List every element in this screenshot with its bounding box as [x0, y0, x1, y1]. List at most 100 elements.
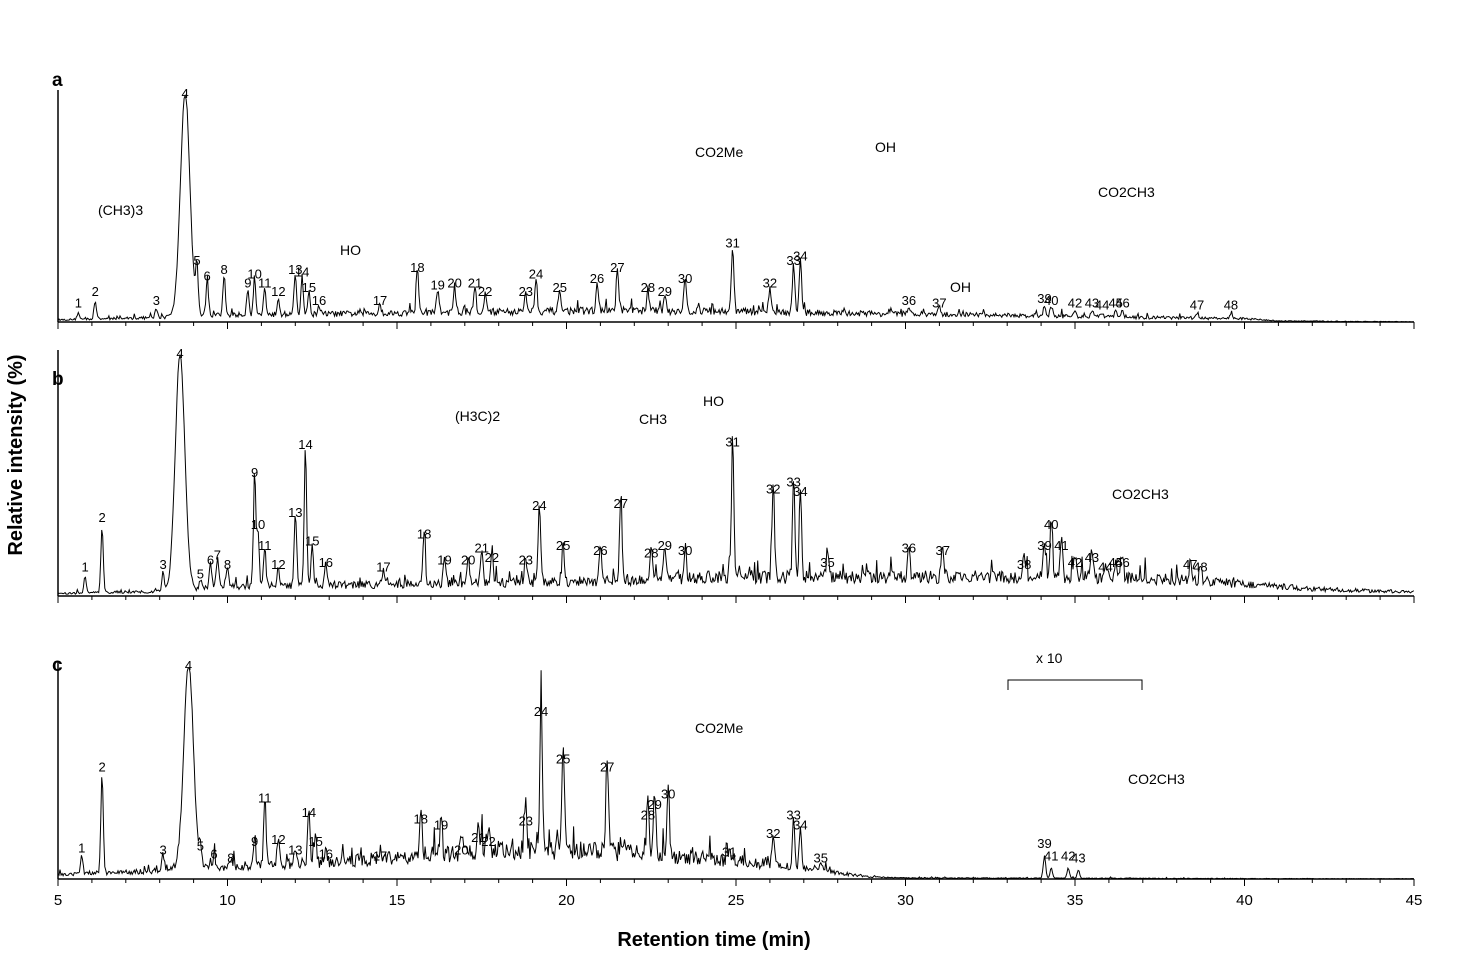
peak-label: 6	[210, 847, 217, 862]
peak-label: 6	[204, 269, 211, 284]
peak-label: 14	[295, 264, 309, 279]
peak-label: 42	[1068, 555, 1082, 570]
x-tick-label: 5	[54, 892, 62, 909]
peak-label: 2	[98, 760, 105, 775]
peak-label: 4	[182, 86, 189, 101]
peak-label: 41	[1044, 849, 1058, 864]
peak-label: 46	[1115, 555, 1129, 570]
peak-label: 40	[1044, 293, 1058, 308]
peak-label: 35	[820, 555, 834, 570]
peak-label: 31	[722, 845, 736, 860]
chromatogram-trace-a	[57, 93, 1414, 323]
chromatogram-trace-b	[57, 353, 1415, 595]
peak-label: 31	[725, 434, 739, 449]
peak-label: 47	[1190, 298, 1204, 313]
peak-label: 25	[556, 751, 570, 766]
structure-annotation: HO	[703, 393, 724, 409]
peak-label: 29	[658, 284, 672, 299]
peak-label: 17	[373, 849, 387, 864]
peak-label: 44	[1095, 298, 1109, 313]
peak-label: 43	[1085, 550, 1099, 565]
peak-label: 39	[1037, 836, 1051, 851]
peak-label: 23	[519, 552, 533, 567]
peak-label: 8	[220, 262, 227, 277]
peak-label: 31	[725, 235, 739, 250]
peak-label: 20	[447, 275, 461, 290]
peak-label: 30	[678, 271, 692, 286]
peak-label: 14	[298, 437, 312, 452]
x-axis-title: Retention time (min)	[617, 929, 810, 951]
panel-letter-b: b	[52, 369, 64, 390]
y-axis-title: Relative intensity (%)	[5, 354, 27, 555]
peak-label: 11	[258, 791, 272, 806]
peak-label: 6	[207, 552, 214, 567]
x-tick-label: 25	[728, 892, 745, 909]
peak-label: 39	[1037, 291, 1051, 306]
peak-label: 34	[793, 249, 807, 264]
panel-letter-c: c	[52, 655, 63, 676]
peak-label: 10	[251, 517, 265, 532]
peak-label: 26	[590, 271, 604, 286]
structure-annotation: HO	[340, 242, 361, 258]
peak-label: 32	[766, 826, 780, 841]
peak-label: 43	[1071, 851, 1085, 866]
peak-label: 37	[936, 543, 950, 558]
structure-annotation: CO2CH3	[1128, 771, 1185, 787]
x-tick-label: 10	[219, 892, 236, 909]
peak-label: 22	[478, 284, 492, 299]
peak-label: 34	[793, 484, 807, 499]
peak-label: 8	[227, 851, 234, 866]
x-tick-label: 15	[389, 892, 406, 909]
peak-label: 28	[644, 545, 658, 560]
peak-label: 45	[1108, 295, 1122, 310]
peak-label: 15	[302, 280, 316, 295]
peak-label: 12	[271, 284, 285, 299]
peak-label: 20	[454, 842, 468, 857]
peak-label: 42	[1061, 849, 1075, 864]
peak-label: 16	[319, 555, 333, 570]
structure-annotation: (CH3)3	[98, 202, 143, 218]
peak-label: 23	[519, 284, 533, 299]
peak-label: 48	[1224, 298, 1238, 313]
structure-annotation: OH	[950, 279, 971, 295]
peak-label: 12	[271, 557, 285, 572]
peak-label: 1	[75, 295, 82, 310]
peak-label: 13	[288, 505, 302, 520]
peak-label: 24	[534, 704, 548, 719]
peak-label: 48	[1193, 559, 1207, 574]
peak-label: 9	[251, 465, 258, 480]
peak-label: 23	[519, 813, 533, 828]
chromatogram-trace-c	[57, 667, 1414, 880]
peak-label: 8	[224, 557, 231, 572]
peak-label: 3	[159, 557, 166, 572]
peak-label: 2	[98, 510, 105, 525]
peak-label: 9	[251, 834, 258, 849]
peak-label: 16	[319, 847, 333, 862]
x-tick-label: 20	[558, 892, 575, 909]
peak-label: 22	[485, 550, 499, 565]
peak-label: 1	[78, 840, 85, 855]
peak-label: 5	[197, 838, 204, 853]
peak-label: 9	[244, 275, 251, 290]
peak-label: 25	[556, 538, 570, 553]
peak-label: 28	[641, 807, 655, 822]
peak-label: 2	[92, 284, 99, 299]
peak-label: 17	[376, 559, 390, 574]
peak-label: 37	[932, 295, 946, 310]
peak-label: 30	[661, 787, 675, 802]
peak-label: 36	[902, 293, 916, 308]
peak-label: 20	[461, 552, 475, 567]
peak-label: 45	[1108, 555, 1122, 570]
peak-label: 38	[1017, 557, 1031, 572]
peak-label: 21	[471, 830, 485, 845]
peak-label: 27	[600, 760, 614, 775]
peak-label: 4	[176, 346, 183, 361]
peak-label: 10	[247, 266, 261, 281]
structure-annotation: x 10	[1036, 650, 1063, 666]
peak-label: 32	[763, 275, 777, 290]
x-tick-label: 45	[1406, 892, 1423, 909]
peak-label: 25	[552, 280, 566, 295]
peak-label: 27	[610, 260, 624, 275]
